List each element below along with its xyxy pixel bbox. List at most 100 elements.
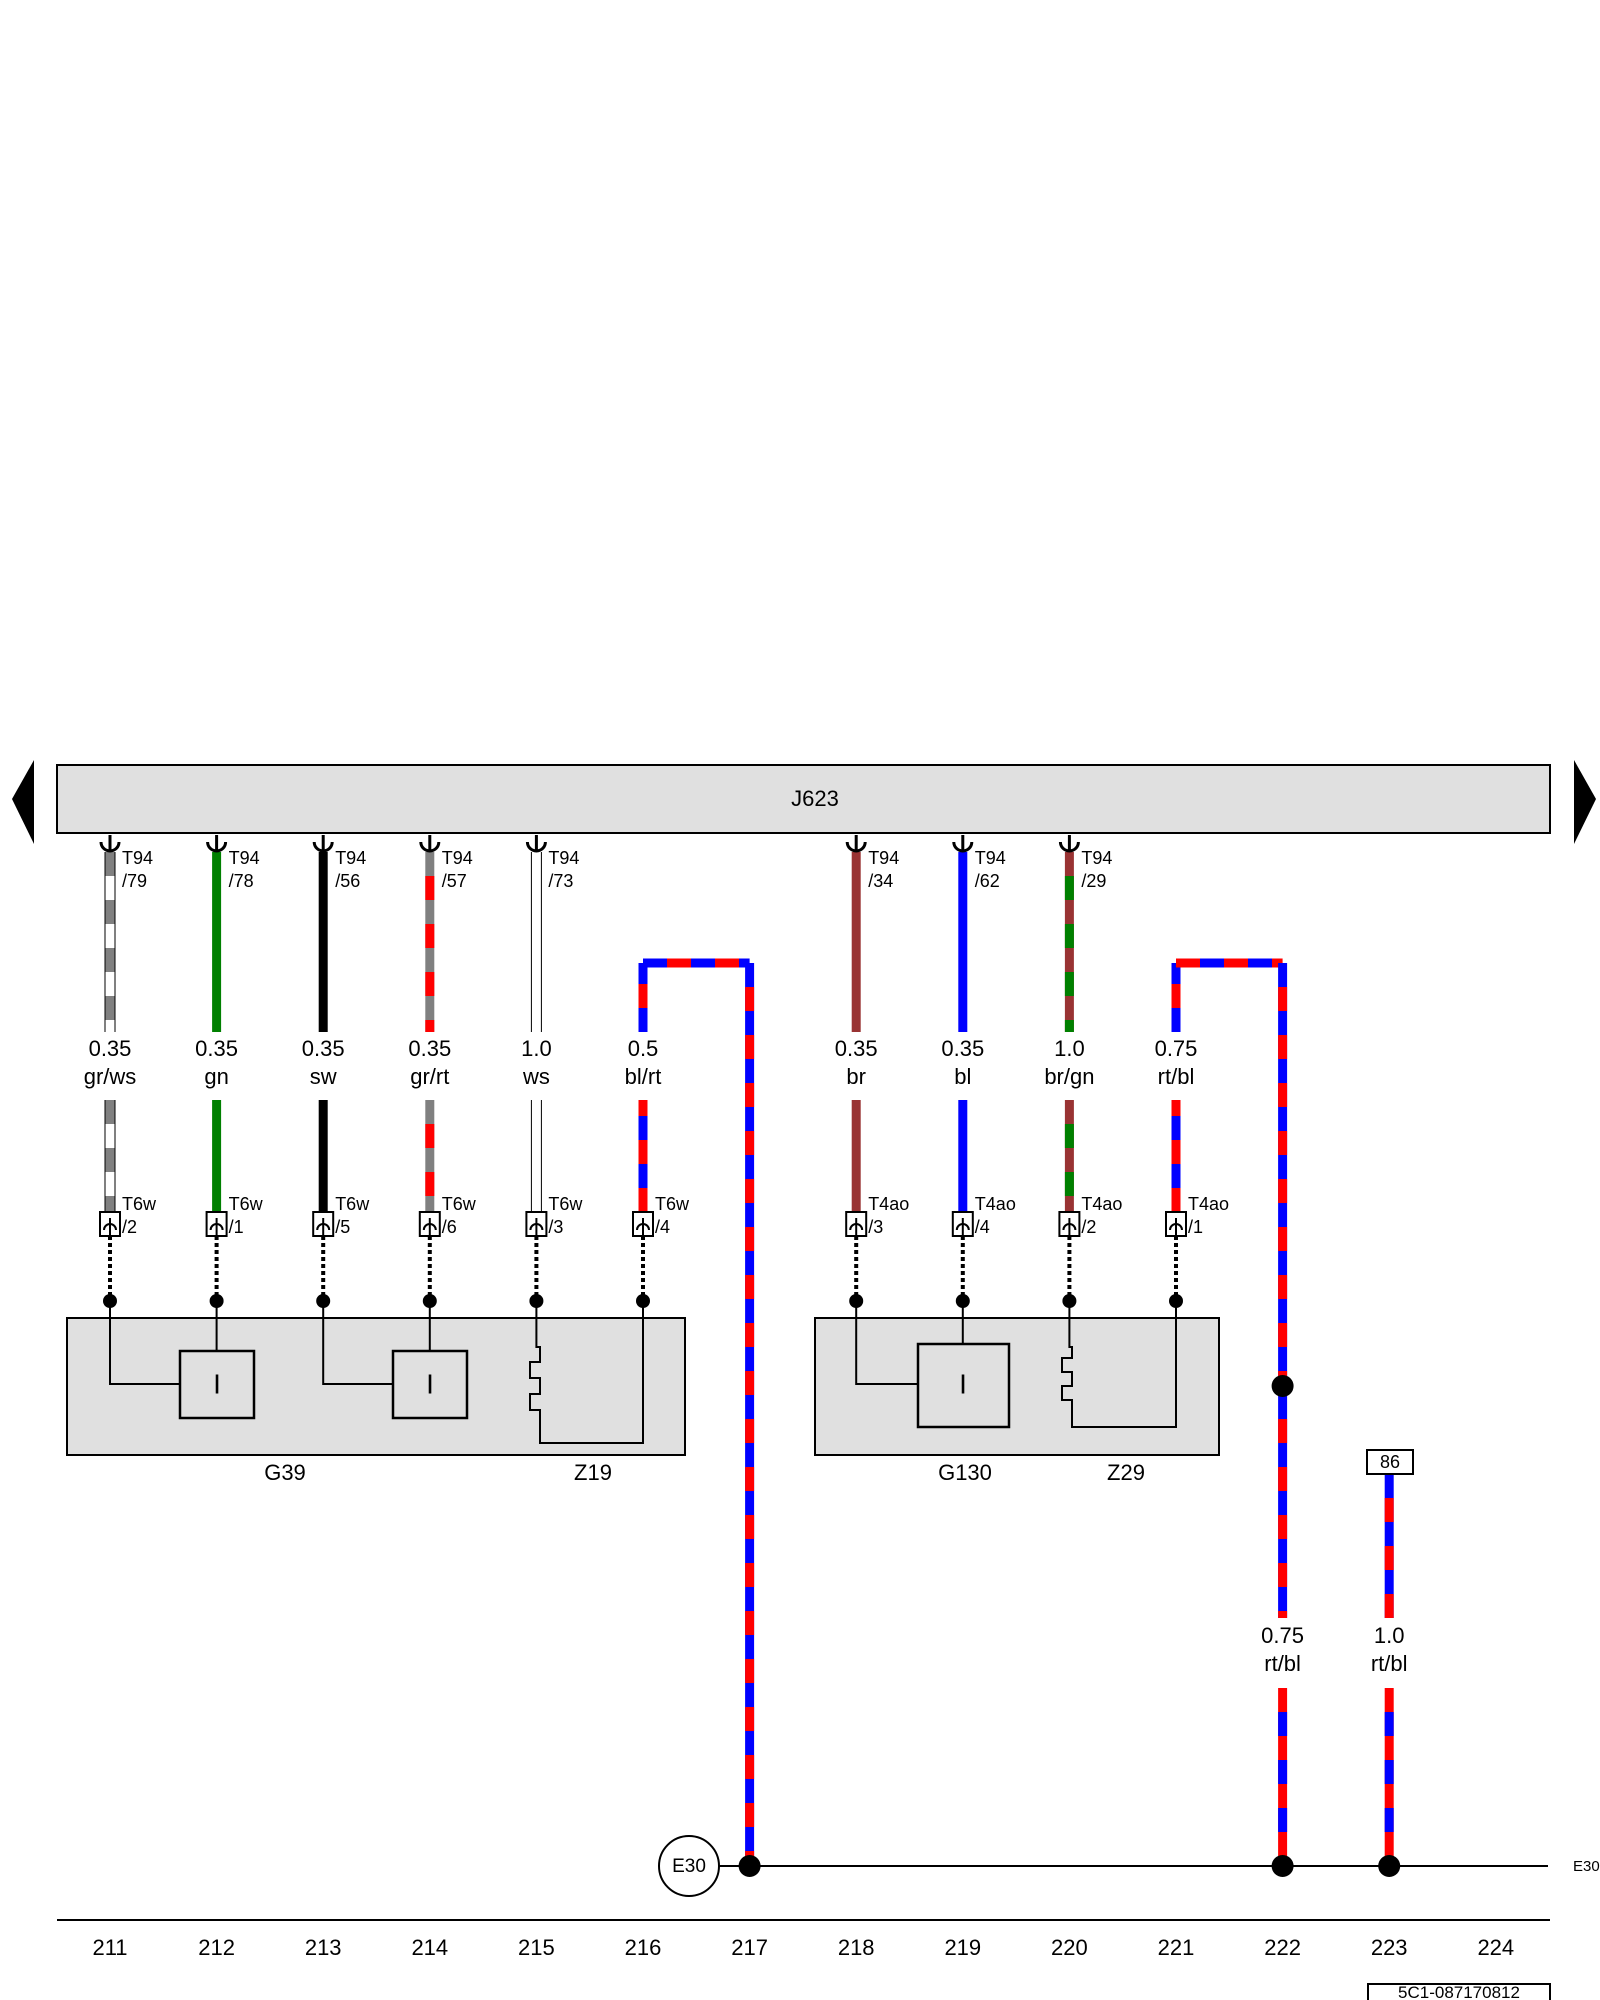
terminal-86-label: 86 <box>1380 1452 1400 1472</box>
column-number: 218 <box>838 1935 875 1960</box>
doc-id-box <box>1367 1983 1551 2000</box>
wire-color-label: rt/bl <box>1264 1651 1301 1676</box>
splice-reference: E30 <box>1573 1858 1600 1875</box>
wire-size-label: 0.35 <box>195 1036 238 1061</box>
ecu-pin-number: /62 <box>975 871 1000 891</box>
connector-label: T6w <box>335 1194 370 1214</box>
connector-label: T4ao <box>1081 1194 1122 1214</box>
connector-label: T6w <box>122 1194 157 1214</box>
triangle-right-icon[interactable] <box>1574 760 1596 844</box>
connector-label: T6w <box>548 1194 583 1214</box>
ecu-pin-number: /79 <box>122 871 147 891</box>
wire-color-label: rt/bl <box>1158 1064 1195 1089</box>
connector-pin-label: /2 <box>122 1217 137 1237</box>
label-layer: T94/79T94/78T94/56T94/57T94/73T94/34T94/… <box>84 848 1408 1676</box>
ecu-pin-label: T94 <box>868 848 899 868</box>
junction-dot-211 <box>103 1294 117 1308</box>
wire-color-label: gn <box>204 1064 228 1089</box>
column-number: 215 <box>518 1935 555 1960</box>
column-number: 211 <box>92 1935 127 1960</box>
g39-sensor1-wire-a <box>109 1301 180 1385</box>
wire-color-label: bl <box>954 1064 971 1089</box>
column-number: 220 <box>1051 1935 1088 1960</box>
junction-dot-219 <box>955 1294 970 1308</box>
column-number: 217 <box>731 1935 768 1960</box>
ecu-pin-number: /56 <box>335 871 360 891</box>
component-label-z19: Z19 <box>574 1460 612 1485</box>
wire-size-label: 0.35 <box>941 1036 984 1061</box>
connector-label: T4ao <box>1188 1194 1229 1214</box>
g130-sensor-wire-a <box>855 1301 918 1385</box>
wire-color-label: ws <box>522 1064 550 1089</box>
connector-label: T6w <box>442 1194 477 1214</box>
wire-size-label: 1.0 <box>1374 1623 1405 1648</box>
sensor-box-g39-1 <box>178 1349 256 1420</box>
connector-label: T4ao <box>868 1194 909 1214</box>
ecu-pin-label: T94 <box>122 848 153 868</box>
connector-pin-label: /6 <box>442 1217 457 1237</box>
component-box-g130-z29 <box>814 1317 1220 1456</box>
column-number: 213 <box>305 1935 342 1960</box>
wire-size-label: 0.35 <box>89 1036 132 1061</box>
ground-junction-dot <box>1271 1375 1294 1397</box>
connector-pin-label: /4 <box>975 1217 990 1237</box>
wire-size-label: 0.5 <box>628 1036 659 1061</box>
component-box-g39-z19 <box>66 1317 686 1456</box>
junction-dot-218 <box>849 1294 864 1308</box>
wire-size-label: 1.0 <box>521 1036 552 1061</box>
sensor-box-g130 <box>916 1342 1011 1429</box>
component-label-g130: G130 <box>938 1460 992 1485</box>
z29-heater-element <box>1061 1301 1177 1428</box>
sensor-symbol-g39-1: I <box>213 1368 221 1399</box>
junction-dot-215 <box>529 1294 544 1308</box>
component-label-z29: Z29 <box>1107 1460 1145 1485</box>
wire-size-label: 0.35 <box>835 1036 878 1061</box>
ecu-pin-number: /73 <box>548 871 573 891</box>
connector-label: T4ao <box>975 1194 1016 1214</box>
wire-color-label: rt/bl <box>1371 1651 1408 1676</box>
connector-pin-label: /5 <box>335 1217 350 1237</box>
ecu-pin-label: T94 <box>442 848 473 868</box>
doc-id: 5C1-087170812 <box>1398 1983 1520 2000</box>
wire-size-label: 0.75 <box>1155 1036 1198 1061</box>
column-number: 223 <box>1371 1935 1408 1960</box>
connector-pin-label: /3 <box>548 1217 563 1237</box>
ecu-pin-number: /78 <box>229 871 254 891</box>
column-number: 219 <box>944 1935 981 1960</box>
junction-dot-220 <box>1062 1294 1077 1308</box>
column-number: 216 <box>625 1935 662 1960</box>
ecu-pin-number: /57 <box>442 871 467 891</box>
connector-pin-label: /4 <box>655 1217 670 1237</box>
ecu-pin-number: /29 <box>1081 871 1106 891</box>
g39-sensor2-wire-a <box>322 1301 393 1385</box>
triangle-left-icon[interactable] <box>12 760 34 844</box>
junction-dot-212 <box>209 1294 224 1308</box>
junction-dot-221 <box>1169 1294 1183 1308</box>
ecu-bar <box>56 764 1551 834</box>
sensor-symbol-g39-2: I <box>426 1368 434 1399</box>
sensor-box-g39-2 <box>391 1349 469 1420</box>
connector-pin-label: /3 <box>868 1217 883 1237</box>
junction-dot-214 <box>422 1294 437 1308</box>
ecu-pin-label: T94 <box>1081 848 1112 868</box>
connector-label: T6w <box>229 1194 264 1214</box>
terminal-86-box <box>1366 1449 1414 1475</box>
junction-dot-213 <box>316 1294 331 1308</box>
column-number: 212 <box>198 1935 235 1960</box>
wire-size-label: 0.35 <box>302 1036 345 1061</box>
wire-color-label: gr/rt <box>410 1064 449 1089</box>
connector-pin-label: /1 <box>1188 1217 1203 1237</box>
wire-color-label: sw <box>310 1064 337 1089</box>
splice-label: E30 <box>672 1856 706 1877</box>
wire-color-label: gr/ws <box>84 1064 137 1089</box>
ecu-pin-label: T94 <box>975 848 1006 868</box>
ecu-label: J623 <box>791 786 839 811</box>
wire-size-label: 1.0 <box>1054 1036 1085 1061</box>
wire-color-label: br/gn <box>1044 1064 1094 1089</box>
sensor-symbol-g130: I <box>959 1368 967 1399</box>
z19-heater-element <box>529 1301 644 1444</box>
component-label-g39: G39 <box>264 1460 306 1485</box>
column-number: 224 <box>1477 1935 1514 1960</box>
